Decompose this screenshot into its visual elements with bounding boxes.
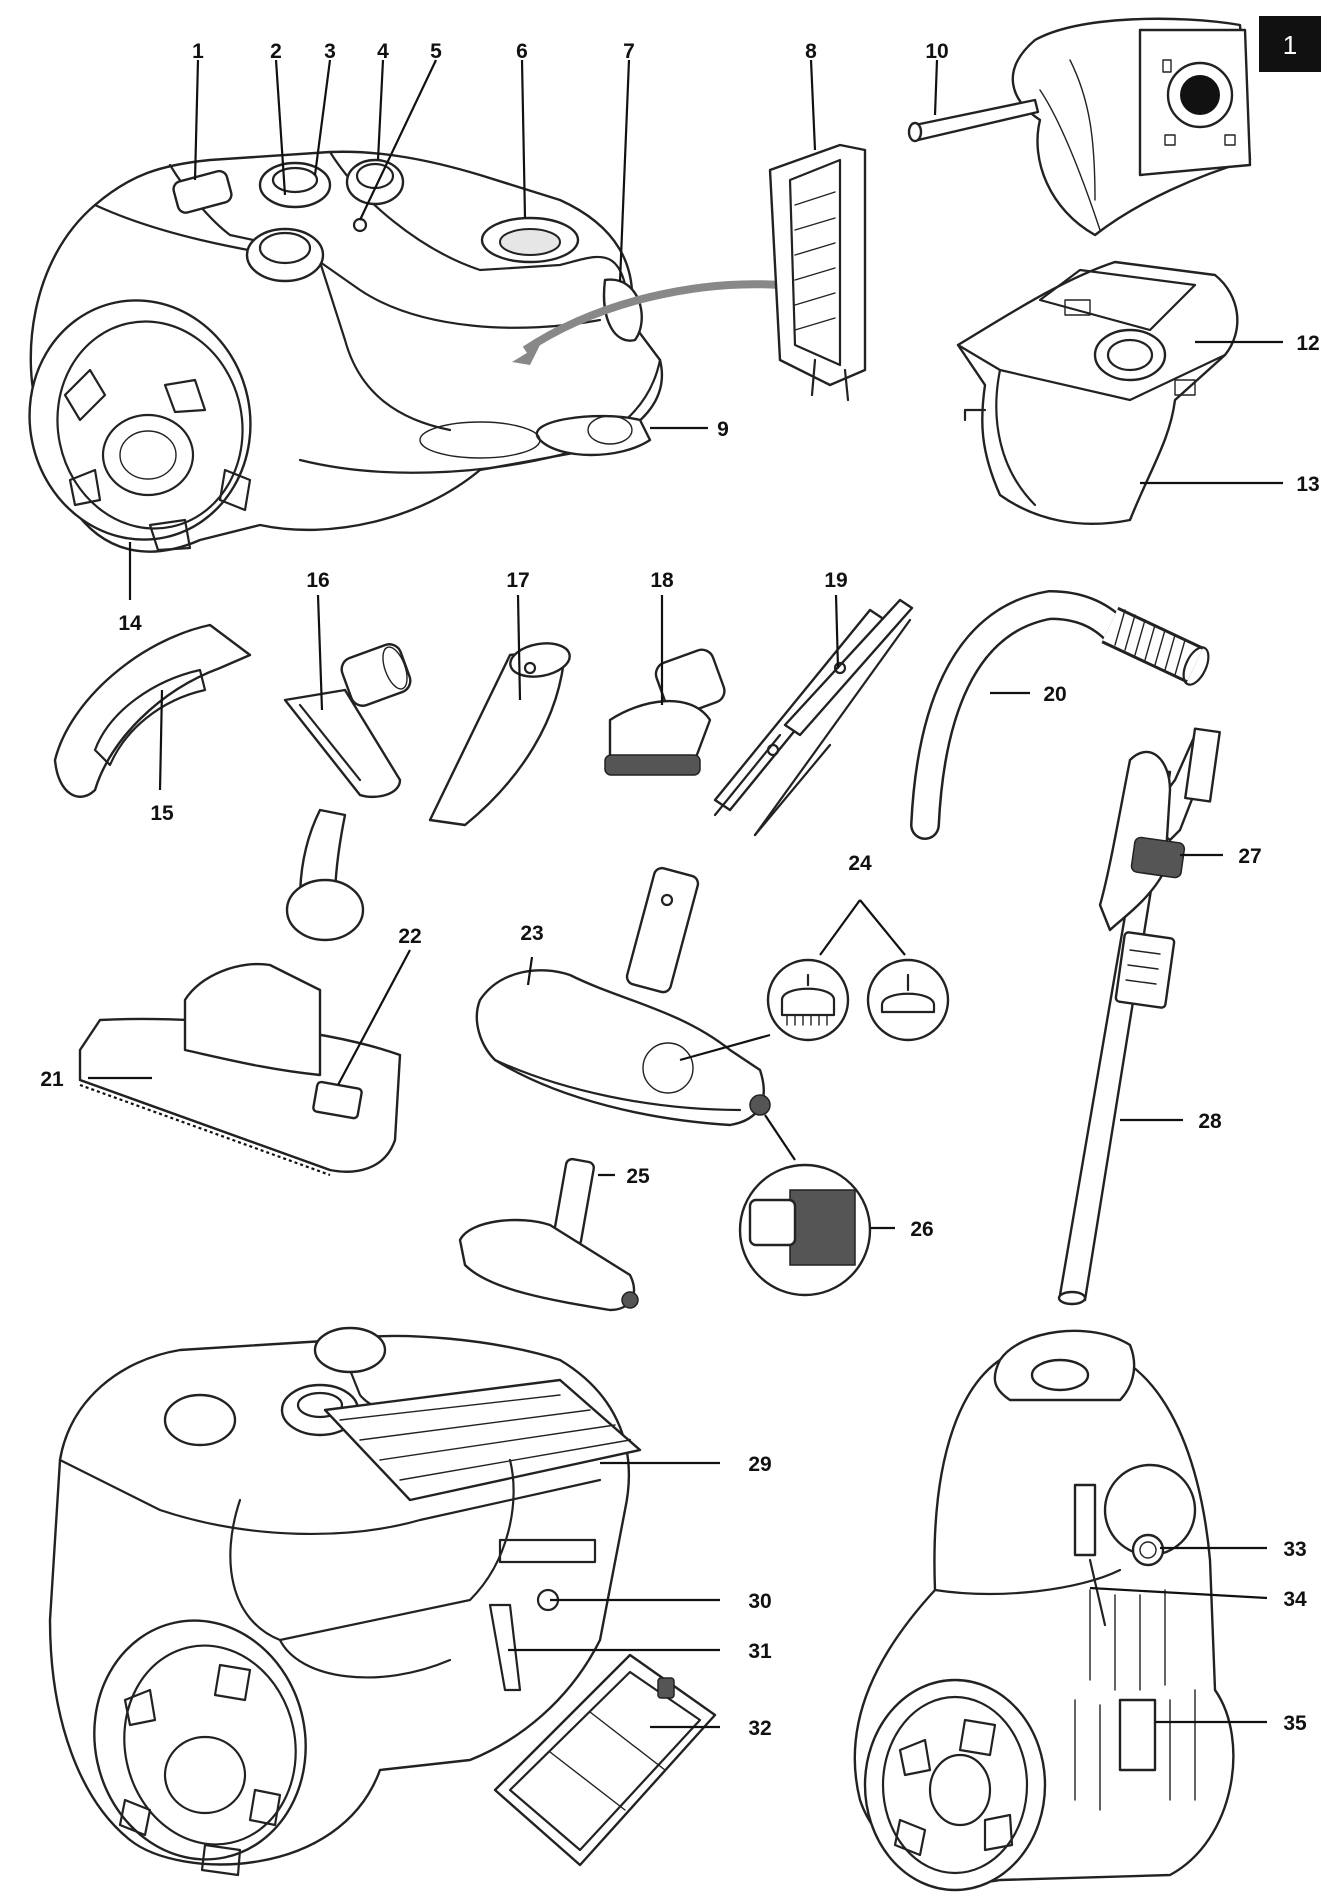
telescopic-tube: [1057, 727, 1221, 1306]
callout-5: 5: [430, 40, 442, 63]
tube-sections: [713, 598, 914, 837]
callout-3: 3: [324, 40, 336, 63]
callout-33: 33: [1283, 1538, 1306, 1561]
callout-4: 4: [377, 40, 389, 63]
callout-27: 27: [1238, 845, 1261, 868]
motor-protection-filter: [768, 143, 867, 402]
callout-31: 31: [748, 1640, 772, 1663]
dusting-brush: [604, 648, 726, 776]
callout-9: 9: [717, 418, 729, 441]
hard-floor-nozzle: [475, 866, 771, 1127]
callout-30: 30: [748, 1590, 771, 1613]
carry-handle: [53, 623, 252, 798]
callout-6: 6: [516, 40, 528, 63]
figure-number-badge: 1: [1259, 16, 1321, 72]
callout-18: 18: [650, 569, 674, 592]
callout-34: 34: [1283, 1588, 1307, 1611]
callout-8: 8: [805, 40, 817, 63]
callout-10: 10: [925, 40, 948, 63]
callout-12: 12: [1296, 332, 1319, 355]
callout-17: 17: [506, 569, 529, 592]
callout-2: 2: [270, 40, 282, 63]
callout-15: 15: [150, 802, 174, 825]
callout-25: 25: [626, 1165, 650, 1188]
callout-20: 20: [1043, 683, 1066, 706]
nozzle-detail-insets: [679, 899, 950, 1062]
callout-7: 7: [623, 40, 635, 63]
brush-detail-inset: [738, 1114, 872, 1297]
leader-lines: [88, 59, 1283, 1729]
crevice-tool: [428, 642, 571, 827]
callout-29: 29: [748, 1453, 771, 1476]
callout-22: 22: [398, 925, 421, 948]
upholstery-nozzle: [283, 643, 412, 799]
callout-23: 23: [520, 922, 543, 945]
callout-24: 24: [848, 852, 872, 875]
callout-labels: 1 2 3 4 5 6 7 8 9 10 12 13 14 15 16 17 1…: [40, 40, 1319, 1740]
callout-26: 26: [910, 1218, 933, 1241]
callout-35: 35: [1283, 1712, 1307, 1735]
suction-hose: [910, 589, 1210, 840]
exhaust-filter: [493, 1653, 717, 1867]
vacuum-cleaner-upright-view: [853, 1329, 1235, 1892]
bag-holder: [956, 260, 1239, 526]
callout-21: 21: [40, 1068, 64, 1091]
floor-nozzle: [78, 808, 402, 1177]
vacuum-cleaner-top-view: [28, 150, 781, 553]
dust-bag: [907, 17, 1252, 237]
figure-number: 1: [1283, 30, 1297, 60]
callout-19: 19: [824, 569, 847, 592]
callout-1: 1: [192, 40, 204, 63]
callout-13: 13: [1296, 473, 1319, 496]
callout-14: 14: [118, 612, 142, 635]
vacuum-cleaner-rear-view: [48, 1326, 642, 1877]
callout-28: 28: [1198, 1110, 1222, 1133]
small-floor-nozzle: [458, 1157, 639, 1312]
callout-16: 16: [306, 569, 329, 592]
callout-32: 32: [748, 1717, 771, 1740]
